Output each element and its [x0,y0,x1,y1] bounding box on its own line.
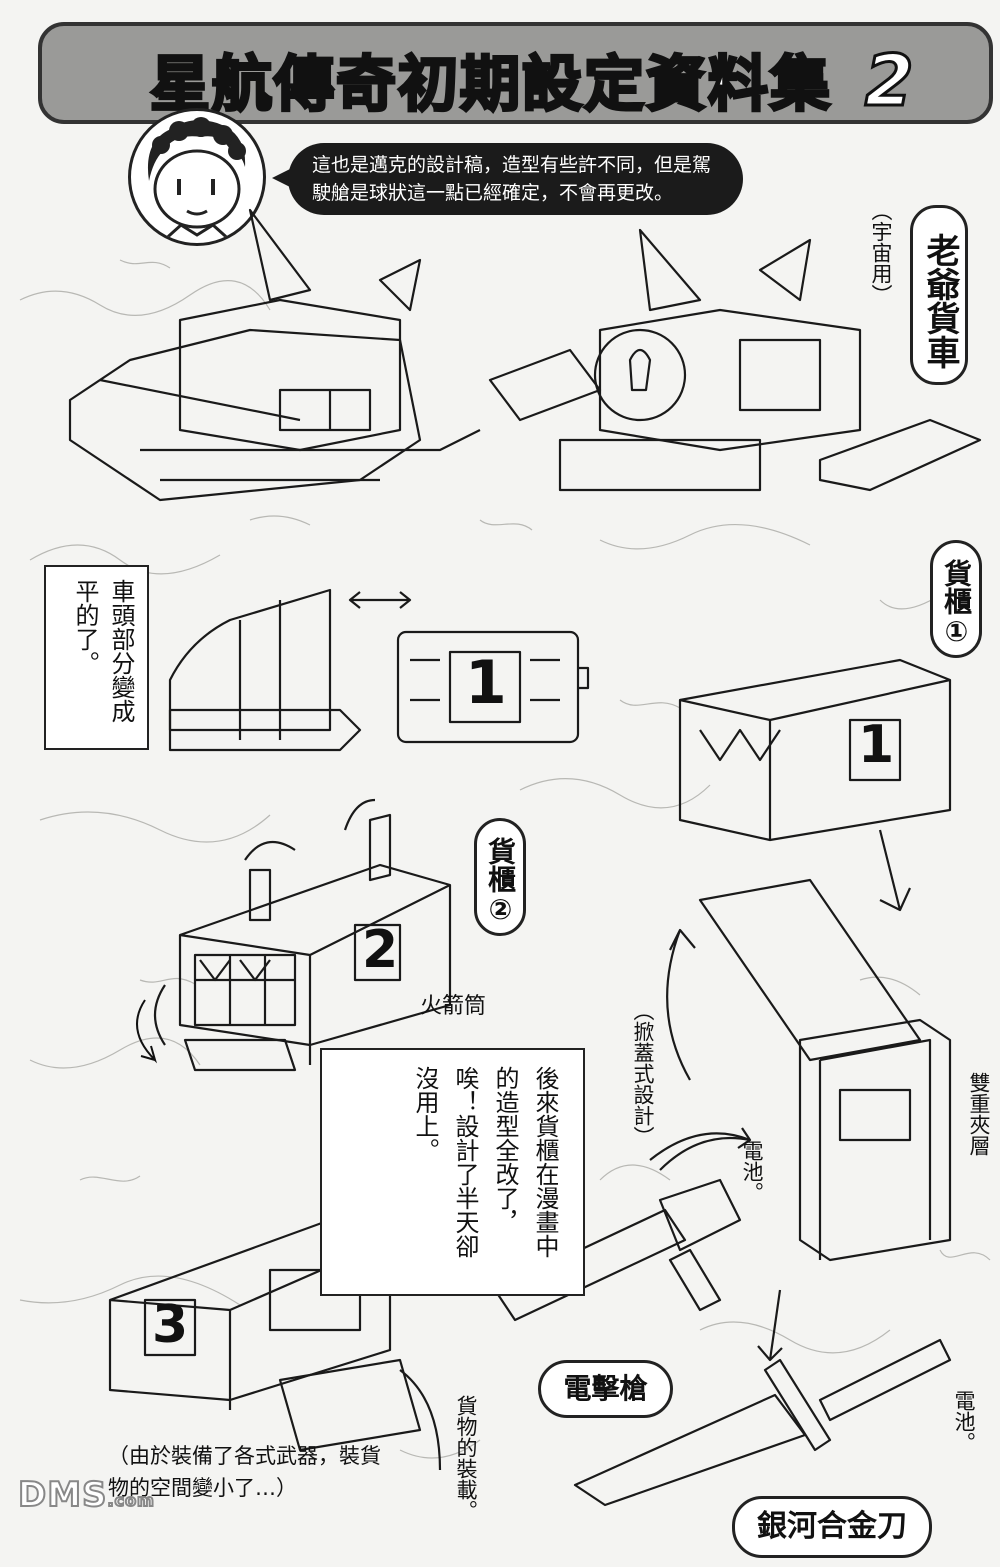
flip-lid-container-sketch [666,829,952,1262]
label-battery-gun: 電池。 [740,1140,764,1203]
container-1-front-sketch [396,630,590,744]
container-1-front-number: 1 [465,648,507,718]
label-front-changed: 車頭部分變成平的了。 [71,579,135,723]
electric-gun-sketch [493,1127,752,1322]
watermark-suffix: .com [107,1490,155,1511]
speech-bubble-text: 這也是邁克的設計稿，造型有些許不同，但是駕駛艙是球狀這一點已經確定，不會再更改。 [312,154,712,204]
label-space-use: （宇宙用） [869,200,893,305]
galaxy-sword-sketch [573,1289,952,1507]
label-cargo-2: 貨櫃② [474,818,526,936]
speech-bubble: 這也是邁克的設計稿，造型有些許不同，但是駕駛艙是球狀這一點已經確定，不會再更改。 [288,143,743,215]
container-3-number: 3 [152,1295,189,1355]
label-double-layer: 雙重夾層 [967,1072,991,1156]
front-part-sketch [168,588,412,752]
author-avatar [128,108,266,246]
label-cargo-1: 貨櫃① [930,540,982,658]
label-old-cargo-truck: 老爺貨車 [910,205,968,385]
container-2-number: 2 [362,920,399,980]
watermark-text: DMS [17,1474,108,1516]
watermark-logo: DMS.com [17,1474,155,1516]
label-galaxy-sword: 銀河合金刀 [732,1496,932,1558]
truck-sketch-left [68,208,481,502]
speech-bubble-tail [272,168,292,188]
label-flip-lid: （掀蓋式設計） [631,1000,655,1147]
label-rocket-launcher: 火箭筒 [420,994,487,1019]
label-space-smaller: （由於裝備了各式武器，裝貨物的空間變小了…） [108,1444,381,1500]
label-electric-gun: 電擊槍 [538,1360,673,1418]
volume-number: 2 [863,39,916,124]
avatar-face-icon [147,117,246,243]
page-title-text: 星航傳奇初期設定資料集 [149,49,832,122]
comment-box: 後來貨櫃在漫畫中的造型全改了，唉！設計了半天卻沒用上。 [320,1048,585,1296]
title-banner [38,22,993,124]
container-1-sketch [678,658,952,842]
truck-sketch-right [488,228,982,492]
note-box-front: 車頭部分變成平的了。 [44,565,149,750]
label-cargo-loading: 貨物的裝載。 [454,1395,478,1521]
container-2-sketch [154,798,452,1072]
comment-box-text: 後來貨櫃在漫畫中的造型全改了，唉！設計了半天卻沒用上。 [411,1066,559,1258]
container-1-side-number: 1 [858,715,895,775]
page-title: 星航傳奇初期設定資料集 2 [149,36,916,124]
label-battery-sword: 電池。 [952,1390,976,1453]
